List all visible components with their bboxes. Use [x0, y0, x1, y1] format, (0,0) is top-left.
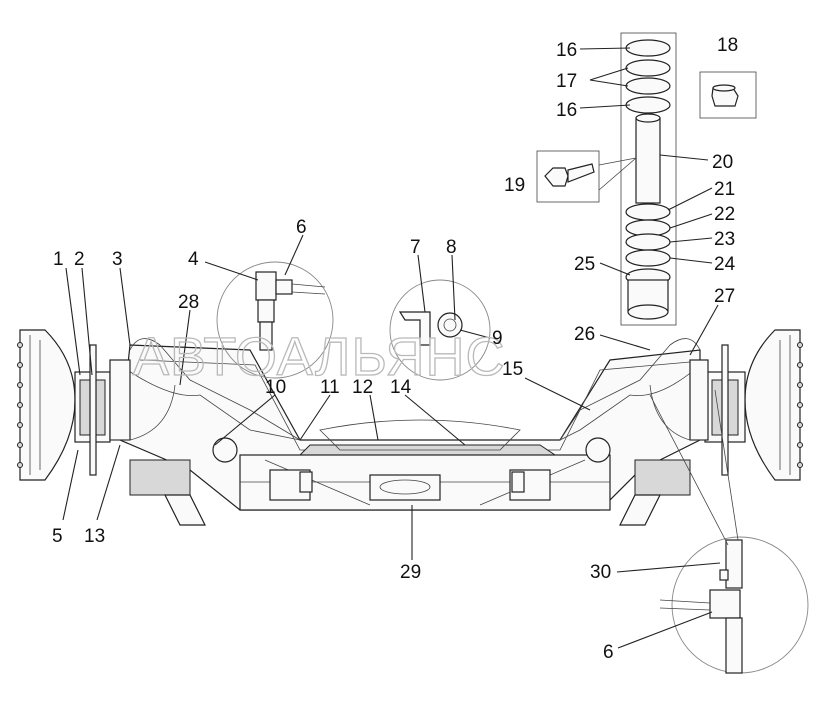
callout-6-top: 6 — [296, 217, 307, 238]
callout-26: 26 — [574, 324, 595, 345]
callout-20: 20 — [712, 152, 733, 173]
callout-18: 18 — [717, 35, 738, 56]
leader-lines — [62, 47, 721, 649]
callout-6-bottom: 6 — [603, 642, 614, 663]
callout-30: 30 — [590, 562, 611, 583]
callout-23: 23 — [714, 229, 735, 250]
callout-28: 28 — [178, 292, 199, 313]
callout-24: 24 — [714, 254, 736, 275]
callout-15: 15 — [502, 359, 523, 380]
callout-1: 1 — [53, 249, 64, 270]
right-wheel-hub — [689, 329, 803, 481]
callout-25: 25 — [574, 254, 595, 275]
callout-17: 17 — [556, 71, 577, 92]
king-pin-stack — [620, 32, 677, 326]
detail-fitting-right — [649, 389, 809, 674]
callout-12: 12 — [352, 377, 373, 398]
callout-11: 11 — [320, 377, 340, 398]
callout-27: 27 — [714, 286, 735, 307]
callout-10: 10 — [265, 377, 286, 398]
detail-fitting-left — [216, 261, 334, 379]
callout-2: 2 — [74, 249, 85, 270]
callout-4: 4 — [188, 249, 199, 270]
bolt-detail — [536, 150, 637, 203]
callout-9: 9 — [492, 328, 503, 349]
callout-19: 19 — [504, 175, 525, 196]
watermark-text: АВТОАЛЬЯНС — [133, 327, 505, 387]
axle-beam — [119, 344, 701, 526]
left-wheel-hub — [17, 329, 131, 481]
callout-labels: 1 2 3 4 6 28 7 8 9 26 10 11 12 14 15 27 … — [52, 35, 738, 663]
callout-7: 7 — [410, 237, 421, 258]
plug-detail — [699, 71, 757, 119]
callout-21: 21 — [714, 179, 735, 200]
callout-5: 5 — [52, 526, 63, 547]
callout-16-top: 16 — [556, 40, 577, 61]
callout-22: 22 — [714, 204, 735, 225]
callout-29: 29 — [400, 562, 421, 583]
callout-13: 13 — [84, 526, 105, 547]
detail-tee — [389, 279, 491, 381]
callout-3: 3 — [112, 249, 123, 270]
callout-8: 8 — [446, 237, 457, 258]
callout-16-bottom: 16 — [556, 100, 577, 121]
callout-14: 14 — [390, 377, 412, 398]
